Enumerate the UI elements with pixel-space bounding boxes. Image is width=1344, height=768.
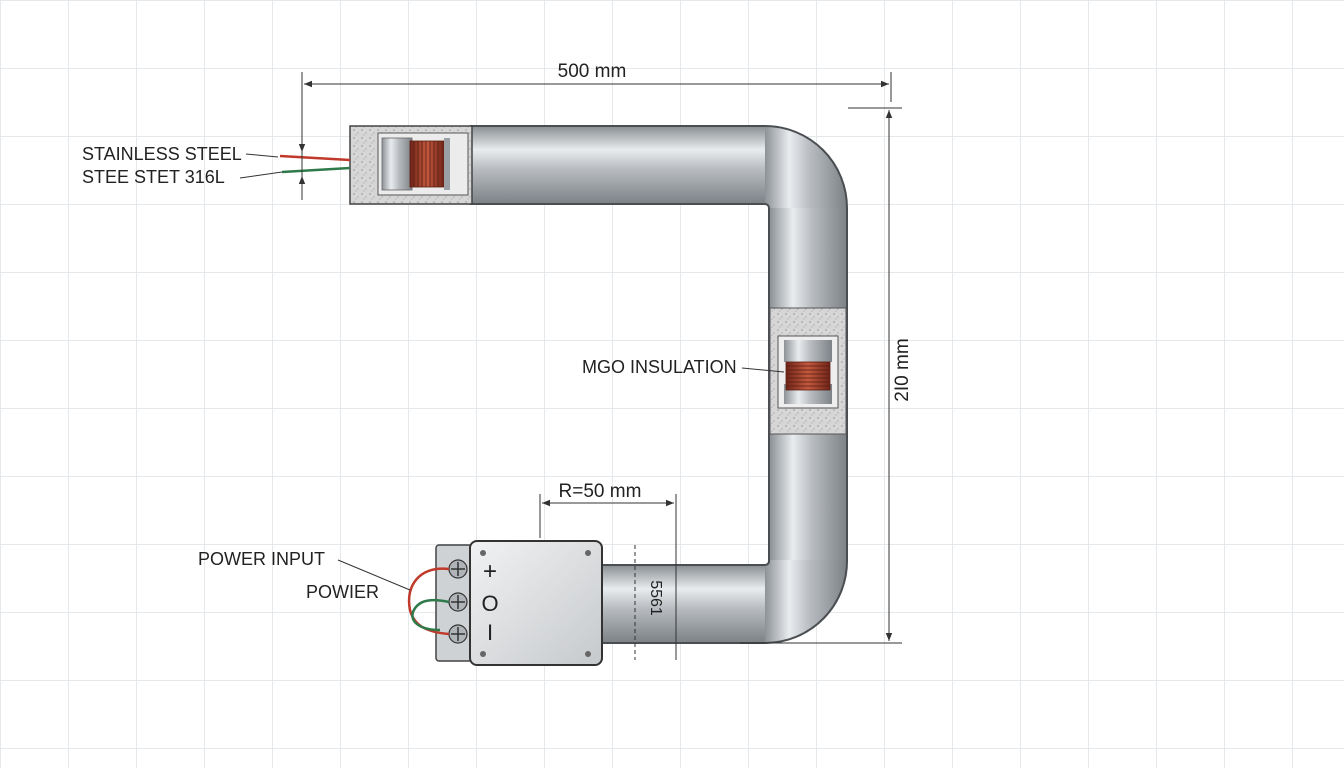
top-width-dimension: 500 mm — [558, 61, 627, 82]
terminal-plus-symbol: + — [483, 558, 497, 585]
heating-coil-mid — [785, 361, 831, 391]
right-height-dimension: 2I0 mm — [892, 338, 913, 401]
mgo-cutaway — [769, 307, 847, 435]
tube-end-cutaway — [349, 125, 473, 205]
terminal-box: + O I — [407, 540, 603, 666]
terminal-screw — [448, 559, 468, 579]
lead-wires — [279, 154, 351, 174]
steel-grade-label: STEE STET 316L — [82, 167, 225, 187]
stainless-steel-label: STAINLESS STEEL — [82, 144, 242, 164]
short-leg-dimension: 5561 — [647, 580, 664, 616]
bend-radius-dimension: R=50 mm — [559, 481, 642, 502]
power-input-label: POWER INPUT — [198, 549, 325, 569]
terminal-minus-symbol: I — [487, 620, 493, 645]
power-wires — [407, 567, 450, 636]
terminal-screw — [448, 624, 468, 644]
dimension-lines — [239, 72, 902, 660]
heating-coil-end — [409, 140, 445, 188]
mgo-insulation-label: MGO INSULATION — [582, 357, 737, 377]
terminal-screw — [448, 592, 468, 612]
power-label: POWIER — [306, 582, 379, 602]
terminal-neutral-symbol: O — [481, 591, 498, 616]
